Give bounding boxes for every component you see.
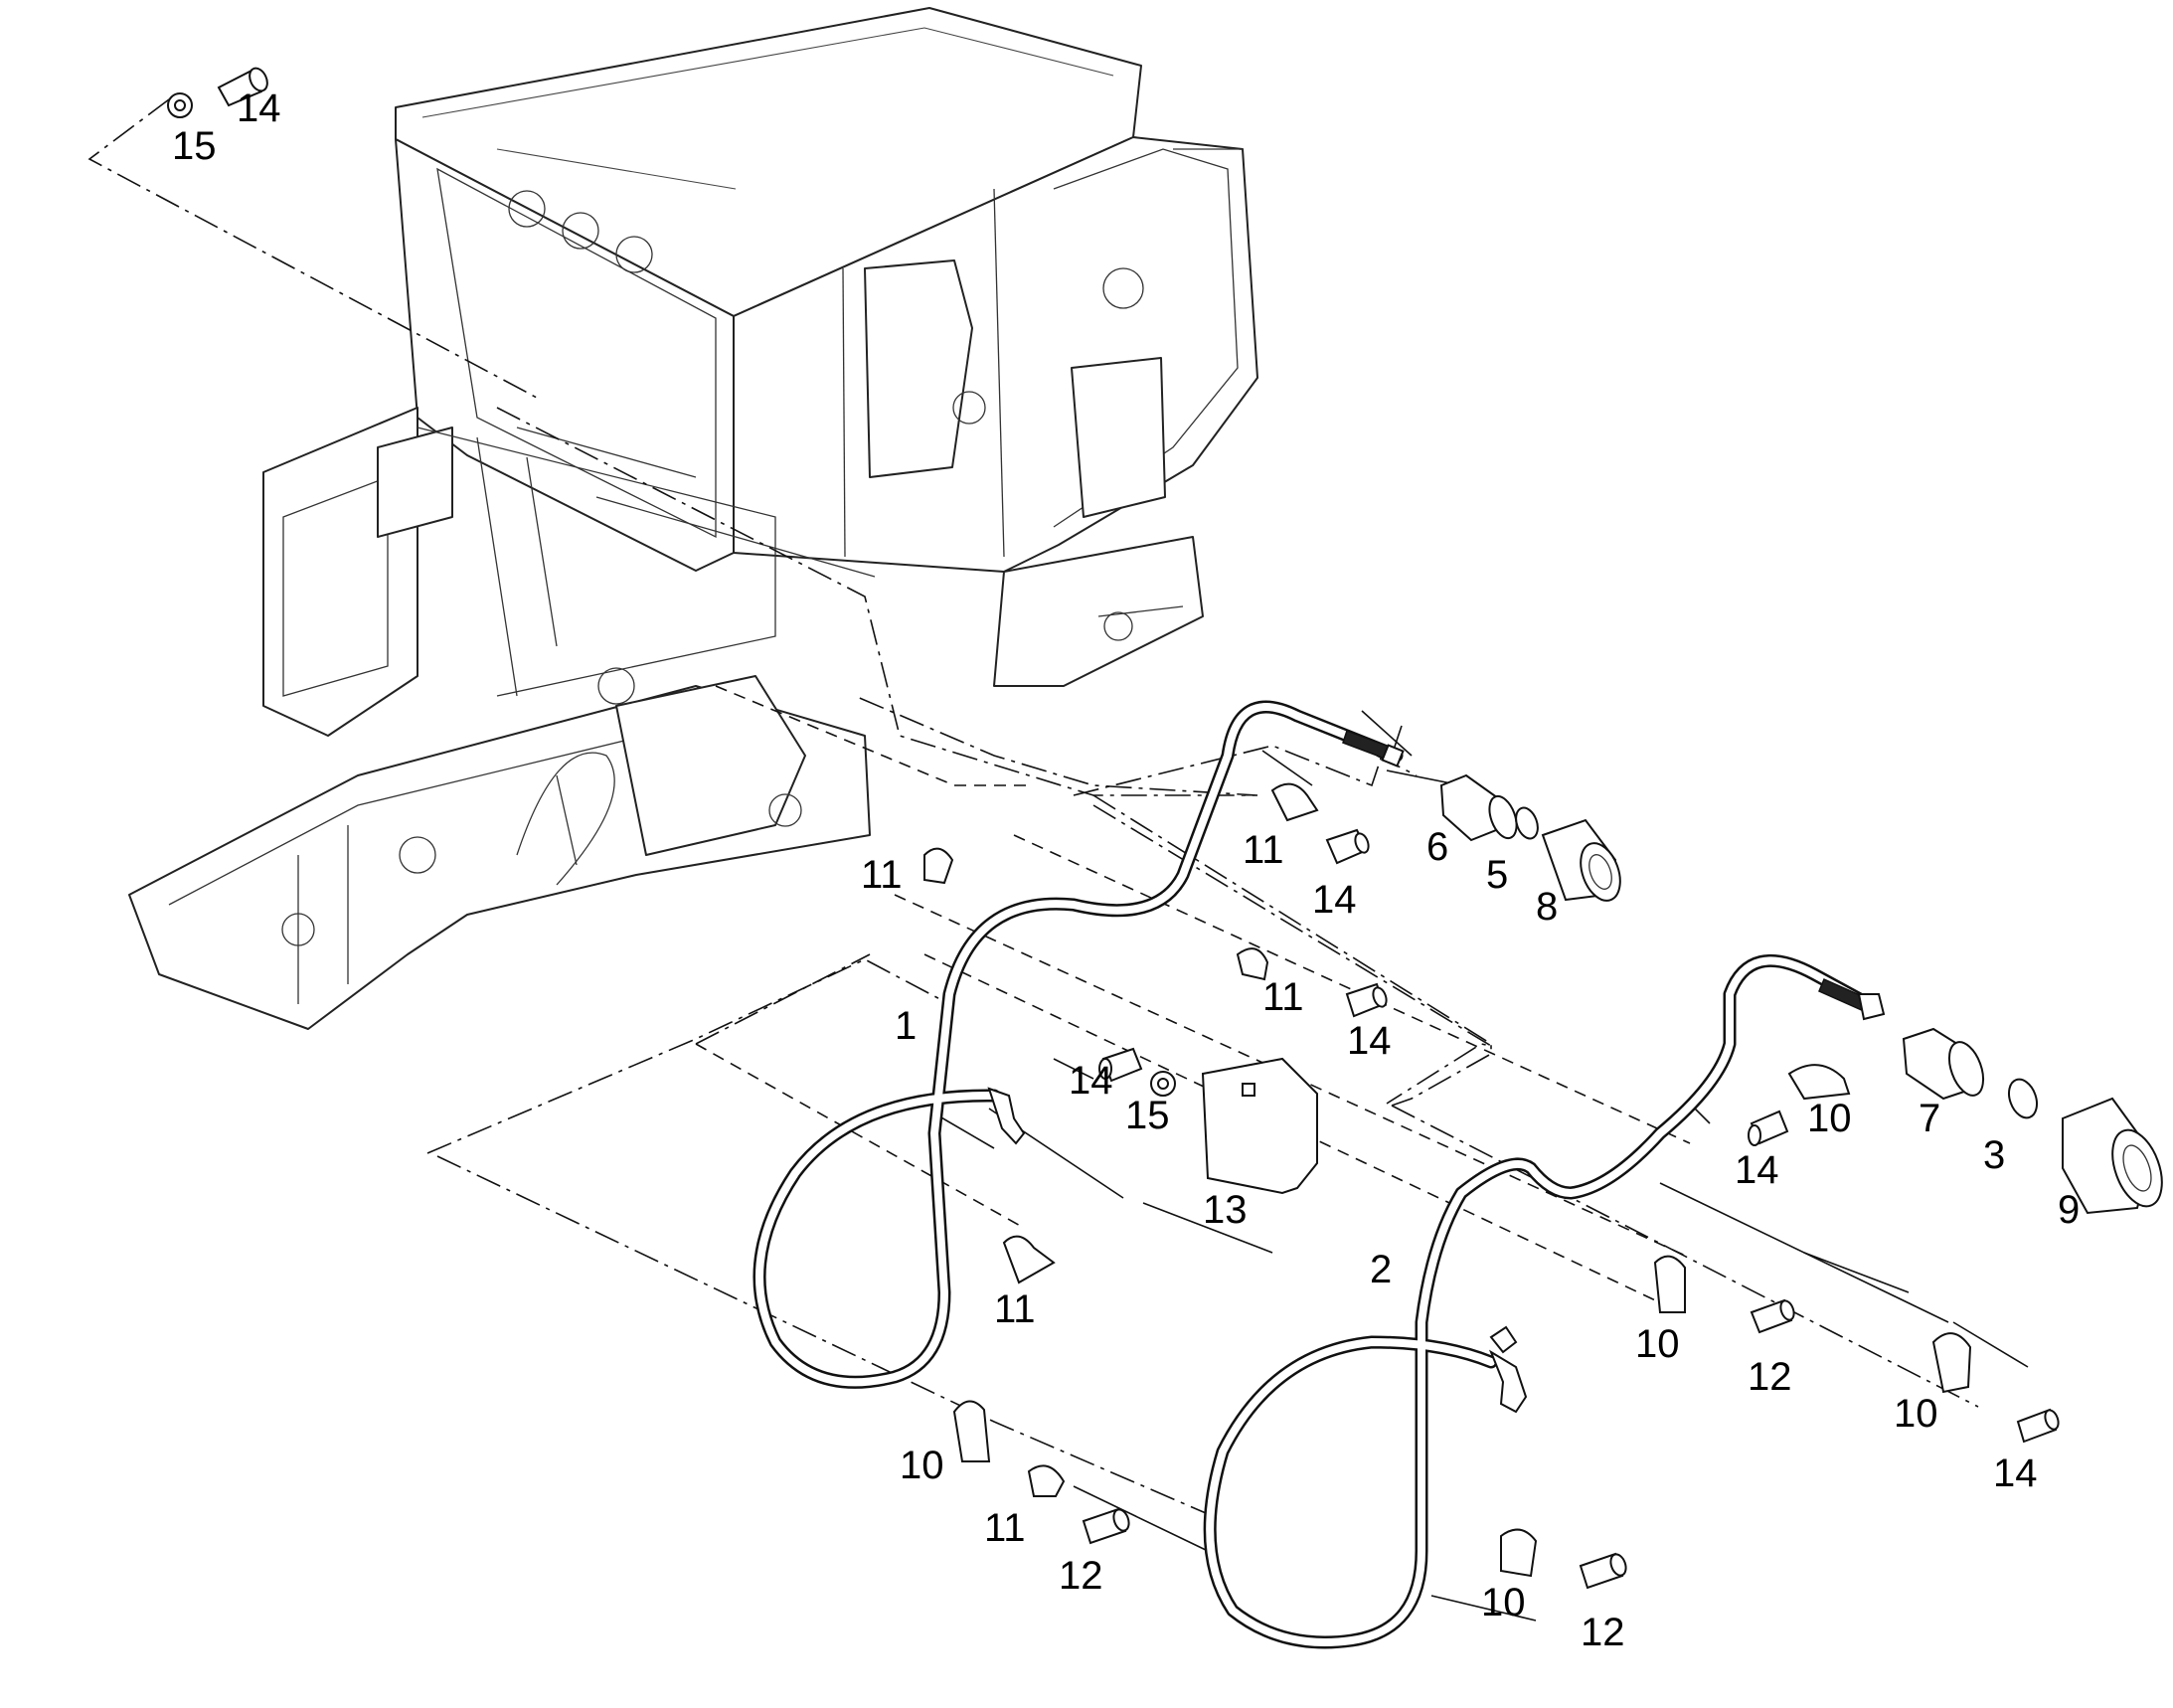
callout-12: 12	[1581, 1611, 1625, 1654]
callout-15: 15	[1125, 1094, 1170, 1137]
callout-14: 14	[1993, 1452, 2038, 1495]
callout-2: 2	[1370, 1248, 1392, 1291]
callout-9: 9	[2058, 1188, 2080, 1232]
callout-8: 8	[1536, 885, 1558, 929]
callout-10: 10	[1481, 1581, 1526, 1624]
callout-13: 13	[1203, 1188, 1248, 1232]
callout-12: 12	[1748, 1355, 1792, 1399]
callout-11: 11	[994, 1287, 1036, 1331]
callout-14: 14	[1069, 1059, 1113, 1103]
callout-11: 11	[984, 1506, 1026, 1550]
callout-14: 14	[1347, 1019, 1392, 1063]
leader-lines	[87, 98, 2029, 1622]
callout-11: 11	[861, 853, 903, 897]
callout-labels: 15 14 11 14 6 5 8 11 11 14 1 14 15 13 10…	[172, 86, 2080, 1654]
callout-10: 10	[1894, 1392, 1938, 1436]
callout-5: 5	[1486, 853, 1508, 897]
callout-6: 6	[1426, 825, 1448, 869]
callout-3: 3	[1983, 1133, 2005, 1177]
callout-11: 11	[1262, 975, 1304, 1019]
callout-7: 7	[1919, 1097, 1940, 1140]
callout-12: 12	[1059, 1554, 1103, 1598]
callout-1: 1	[895, 1004, 917, 1048]
callout-14: 14	[1735, 1148, 1779, 1192]
callout-14: 14	[1312, 878, 1357, 922]
callout-10: 10	[1807, 1097, 1852, 1140]
fittings-and-clamps	[167, 67, 2163, 1590]
callout-15: 15	[172, 124, 217, 168]
hose-2	[1203, 953, 1886, 1649]
cab-chassis-assembly	[128, 7, 1258, 1030]
hose-1	[752, 700, 1405, 1389]
callout-14: 14	[237, 86, 281, 130]
callout-10: 10	[900, 1444, 944, 1487]
callout-11: 11	[1243, 828, 1284, 872]
callout-10: 10	[1635, 1322, 1680, 1366]
